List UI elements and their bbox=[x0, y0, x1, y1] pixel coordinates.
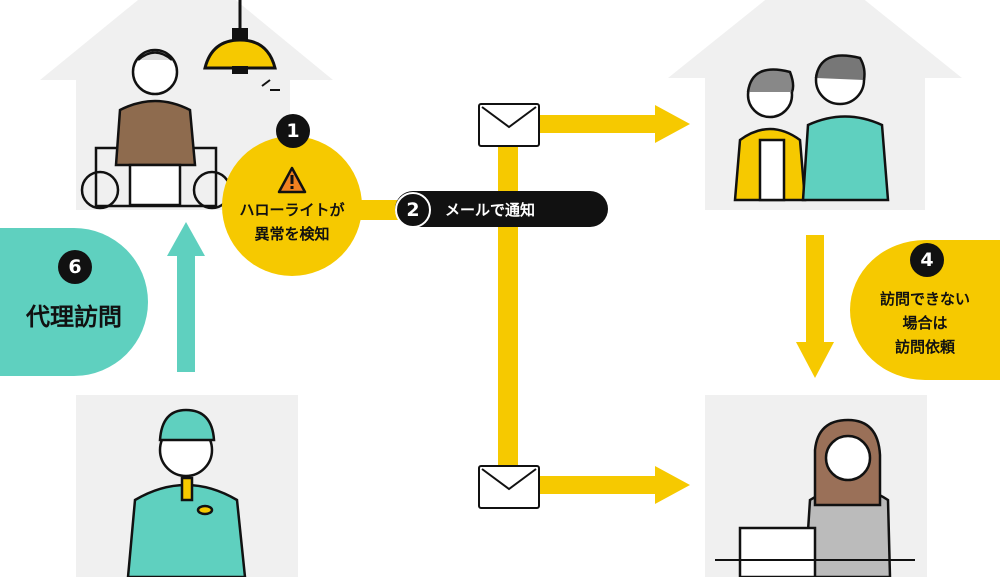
step2-number: 2 bbox=[395, 192, 431, 228]
family-illustration bbox=[733, 54, 890, 202]
step4-line1: 訪問できない bbox=[879, 290, 970, 308]
step4-line3: 訪問依頼 bbox=[894, 338, 955, 356]
step6-number: 6 bbox=[58, 250, 92, 284]
step1-line1: ハローライトが bbox=[239, 201, 345, 219]
warning-icon bbox=[277, 166, 307, 194]
mail-icon bbox=[478, 103, 540, 147]
mail-icon bbox=[478, 465, 540, 509]
step4-number: 4 bbox=[910, 243, 944, 277]
step6-label: 代理訪問 bbox=[26, 303, 122, 331]
operator-illustration bbox=[715, 418, 915, 577]
step2-label: メールで通知 bbox=[445, 201, 536, 219]
step1-number: 1 bbox=[276, 114, 310, 148]
visit-arrow bbox=[167, 222, 205, 372]
elderly-person-illustration bbox=[80, 48, 232, 210]
staff-person-illustration bbox=[126, 408, 247, 577]
step1-circle: ハローライトが 異常を検知 bbox=[222, 136, 362, 276]
step4-line2: 場合は bbox=[902, 314, 948, 332]
lamp-illustration bbox=[203, 0, 280, 91]
step1-line2: 異常を検知 bbox=[254, 225, 330, 243]
